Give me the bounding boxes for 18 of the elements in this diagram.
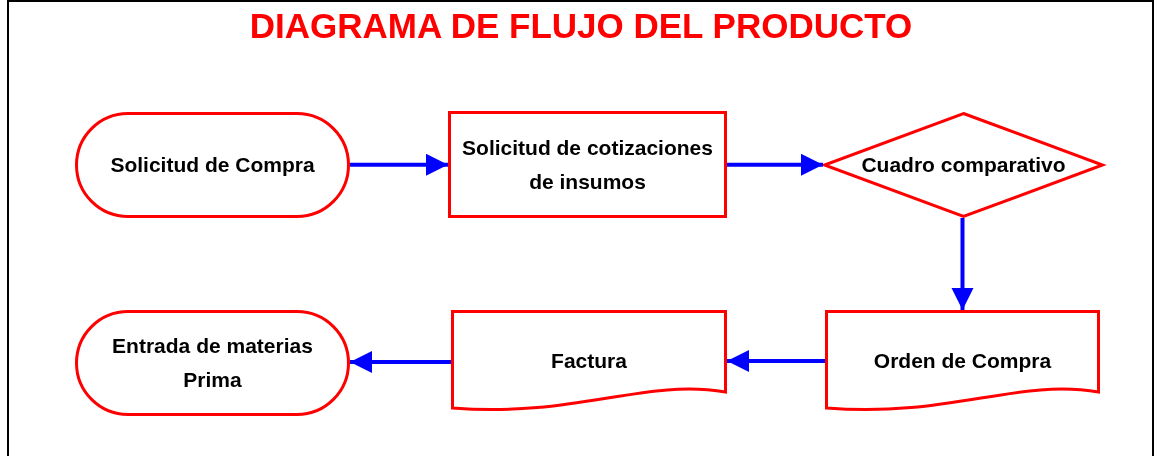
arrow — [951, 218, 974, 310]
document-shape — [825, 310, 1100, 412]
arrow — [727, 350, 825, 372]
node-label: Factura — [551, 348, 627, 375]
document-shape — [451, 310, 727, 412]
decision-diamond — [823, 112, 1104, 218]
node-label: Cuadro comparativo — [861, 152, 1066, 179]
node-label: Solicitud de Compra — [110, 152, 315, 179]
terminal-shape — [75, 112, 350, 218]
title: DIAGRAMA DE FLUJO DEL PRODUCTO — [248, 5, 914, 47]
arrow — [727, 153, 823, 176]
arrow — [350, 153, 448, 176]
node-label: Solicitud de cotizaciones de insumos — [461, 134, 714, 195]
terminal-shape — [75, 310, 350, 416]
node-label: Orden de Compra — [873, 348, 1052, 375]
arrow — [350, 351, 451, 373]
process-box — [448, 111, 727, 218]
node-label: Entrada de materias Prima — [111, 333, 314, 393]
